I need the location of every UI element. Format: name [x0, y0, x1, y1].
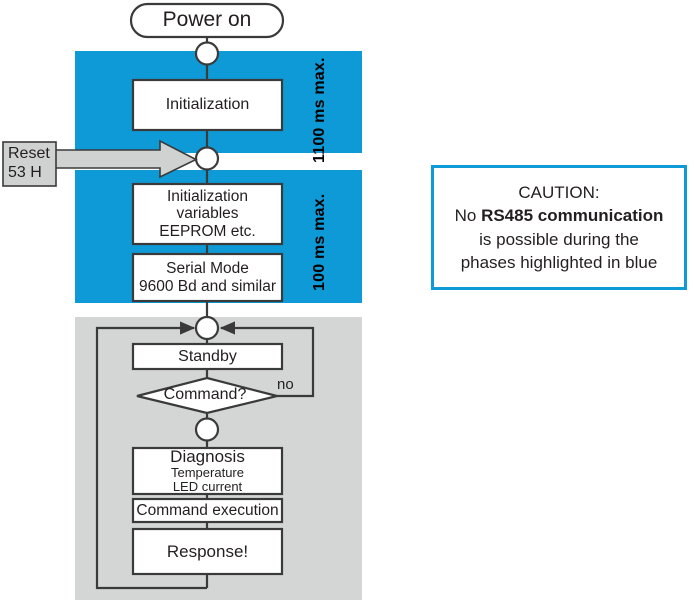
- caution-line-2: No RS485 communication: [455, 204, 664, 227]
- power-on-label: Power on: [162, 8, 252, 32]
- initialization-box: [131, 78, 284, 132]
- reset-label: Reset 53 H: [4, 143, 56, 185]
- diagnosis-label: Diagnosis Temperature LED current: [133, 447, 282, 495]
- standby-box: [131, 342, 284, 371]
- init-variables-line-1: Initialization: [167, 187, 248, 205]
- response-box: [131, 527, 284, 576]
- diagnosis-box: [131, 446, 284, 496]
- caution-line-2-prefix: No: [454, 206, 482, 226]
- serial-mode-line-2: 9600 Bd and similar: [139, 277, 276, 295]
- serial-mode-label: Serial Mode 9600 Bd and similar: [133, 255, 282, 300]
- decision-no-label: no: [277, 376, 294, 393]
- diagnosis-line-3: LED current: [172, 479, 243, 495]
- command-execution-box: [131, 497, 284, 524]
- power-on-shape: [129, 2, 285, 39]
- caution-box: CAUTION: No RS485 communication is possi…: [431, 165, 687, 290]
- init-variables-label: Initialization variables EEPROM etc.: [133, 185, 282, 243]
- serial-mode-box: [131, 252, 284, 303]
- reset-block-arrow: [54, 139, 198, 179]
- no-branch-path: [219, 321, 315, 398]
- junction-circle-after-decision: [194, 417, 220, 442]
- decision-diamond: [136, 376, 278, 415]
- command-execution-label: Command execution: [136, 501, 279, 519]
- init-variables-box: [131, 182, 284, 246]
- decision-label: Command?: [163, 386, 247, 404]
- response-label: Response!: [166, 541, 249, 561]
- junction-circle-after-power: [194, 41, 220, 66]
- standby-label: Standby: [178, 347, 237, 365]
- timing-label-100ms: 100 ms max.: [311, 193, 328, 292]
- caution-line-4: phases highlighted in blue: [460, 252, 658, 272]
- junction-circle-loop-top: [194, 315, 220, 341]
- initialization-label: Initialization: [165, 96, 250, 114]
- init-variables-line-2: variables: [176, 205, 239, 223]
- caution-line-2-emphasis: RS485 communication: [481, 206, 664, 226]
- reset-line-1: Reset: [8, 145, 50, 163]
- junction-circle-reset: [194, 146, 220, 171]
- diagnosis-line-2: Temperature: [171, 465, 244, 481]
- reset-box: [2, 141, 57, 187]
- diagnosis-title: Diagnosis: [170, 447, 245, 467]
- timing-label-1100ms: 1100 ms max.: [311, 57, 328, 163]
- caution-line-3: is possible during the: [479, 229, 639, 249]
- caution-title: CAUTION:: [518, 182, 600, 202]
- init-variables-line-3: EEPROM etc.: [159, 222, 256, 240]
- reset-line-2: 53 H: [8, 164, 42, 181]
- loop-back-path: [95, 321, 207, 590]
- serial-mode-line-1: Serial Mode: [166, 260, 249, 278]
